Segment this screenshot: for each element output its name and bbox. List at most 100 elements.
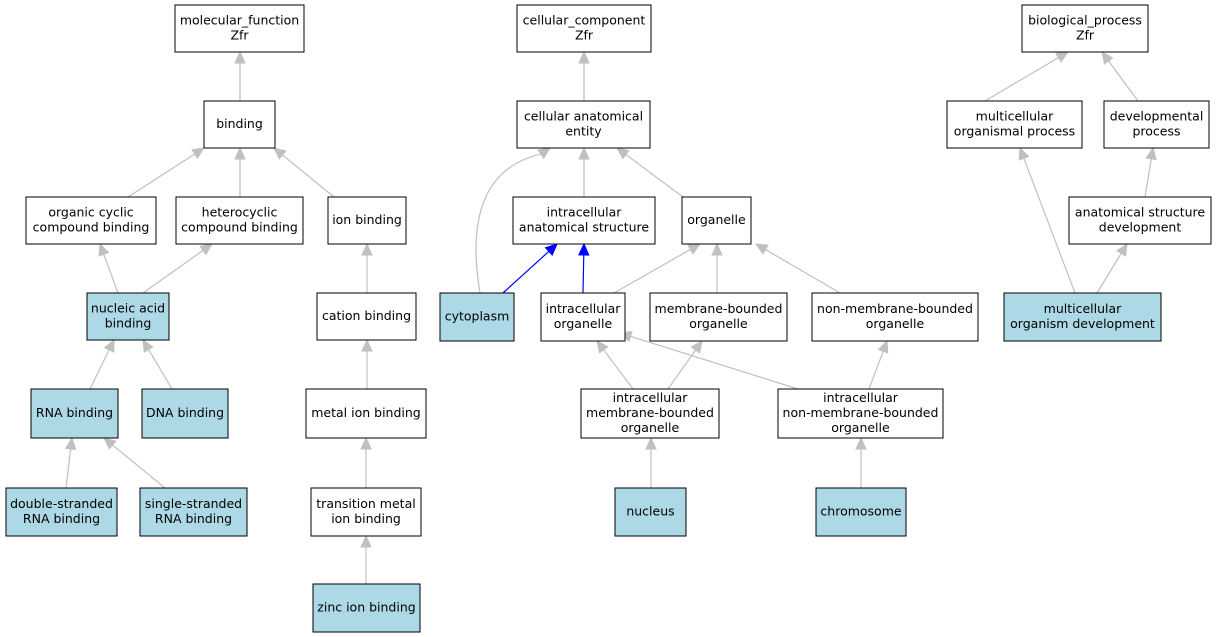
arrowhead-icon (360, 436, 372, 450)
node-box (512, 196, 656, 245)
arrowhead-icon (754, 243, 769, 255)
edge-nucleic_acid-to-organic_cyclic (98, 242, 119, 294)
edge-line (127, 153, 196, 198)
node-box (1103, 100, 1210, 149)
edge-heterocyclic-to-binding (234, 146, 246, 197)
edge-organic_cyclic-to-binding (127, 147, 206, 198)
arrowhead-icon (98, 242, 110, 257)
node-box (30, 388, 119, 439)
arrowhead-icon (711, 242, 723, 256)
node-nucleus: nucleus (614, 487, 687, 537)
node-label: RNA binding (36, 405, 113, 420)
node-box (580, 388, 720, 439)
node-organelle: organelle (681, 196, 752, 245)
arrowhead-icon (103, 437, 117, 450)
arrowhead-icon (877, 339, 889, 354)
node-label: non-membrane-bounded (783, 405, 939, 420)
edge-rna_binding-to-nucleic_acid (89, 338, 115, 390)
edge-line (89, 349, 110, 390)
node-label: chromosome (820, 504, 901, 519)
edge-cae-to-cc_root (578, 50, 590, 101)
edge-line (630, 335, 799, 390)
node-box (86, 292, 170, 341)
node-metal-ion: metal ion binding (305, 388, 427, 439)
node-intra-nonmem: intracellularnon-membrane-boundedorganel… (777, 388, 944, 439)
edge-line (1096, 253, 1122, 294)
arrowhead-icon (1116, 242, 1128, 257)
node-label: biological_process (1028, 13, 1142, 28)
arrowhead-icon (1101, 51, 1114, 65)
node-box (327, 196, 407, 245)
node-box (516, 100, 651, 149)
node-label: ion binding (331, 511, 401, 526)
edge-metal_ion-to-cation_binding (361, 338, 373, 389)
node-label: cellular_component (523, 13, 646, 28)
node-box (1003, 292, 1162, 342)
node-label: organelle (687, 212, 746, 227)
arrowhead-icon (103, 338, 115, 353)
edge-line (984, 57, 1059, 102)
node-label: molecular_function (180, 13, 299, 28)
node-box (811, 292, 979, 342)
edge-zinc_ion-to-transition_metal (360, 534, 372, 584)
edge-line (613, 248, 691, 294)
arrowhead-icon (544, 243, 558, 257)
node-label: anatomical structure (1075, 205, 1205, 220)
node-label: single-stranded (145, 496, 242, 511)
node-box (681, 196, 752, 245)
edge-line (282, 154, 335, 198)
arrowhead-icon (687, 243, 702, 255)
edge-line (625, 154, 684, 198)
node-label: anatomical structure (519, 220, 649, 235)
arrowhead-icon (645, 436, 657, 450)
arrowhead-icon (142, 338, 154, 353)
arrowhead-icon (1055, 51, 1070, 63)
edge-multi_proc-to-bp_root (984, 51, 1070, 102)
node-label: Zfr (1076, 28, 1095, 43)
node-label: cytoplasm (445, 309, 510, 324)
node-box (540, 292, 626, 342)
edge-line (582, 254, 585, 294)
edge-intra_org-to-ias (577, 242, 590, 294)
node-chromosome: chromosome (815, 487, 907, 537)
node-label: organismal process (954, 124, 1075, 139)
node-label: organelle (831, 420, 890, 435)
node-rna-binding: RNA binding (30, 388, 119, 439)
node-box (777, 388, 944, 439)
node-label: multicellular (1044, 301, 1123, 316)
node-label: organelle (689, 316, 748, 331)
edge-line (475, 153, 541, 294)
edge-line (65, 448, 72, 489)
node-box (5, 487, 118, 537)
node-box (946, 100, 1083, 149)
node-label: heterocyclic (202, 205, 278, 220)
edge-line (148, 349, 173, 390)
edge-intra_nonmem-to-nonmem_org (868, 339, 889, 390)
node-box (141, 388, 229, 439)
edge-anat_dev-to-dev_proc (1144, 146, 1157, 198)
edge-line (667, 349, 697, 390)
node-box (1021, 4, 1149, 53)
node-binding: binding (203, 100, 276, 149)
node-label: binding (105, 316, 152, 331)
edge-ion_binding-to-binding (273, 147, 335, 198)
node-label: cation binding (322, 308, 411, 323)
arrowhead-icon (596, 340, 609, 354)
node-label: organelle (866, 316, 925, 331)
node-box (516, 4, 652, 53)
node-label: organism development (1010, 316, 1155, 331)
node-label: developmental (1110, 109, 1204, 124)
arrowhead-icon (191, 147, 206, 160)
